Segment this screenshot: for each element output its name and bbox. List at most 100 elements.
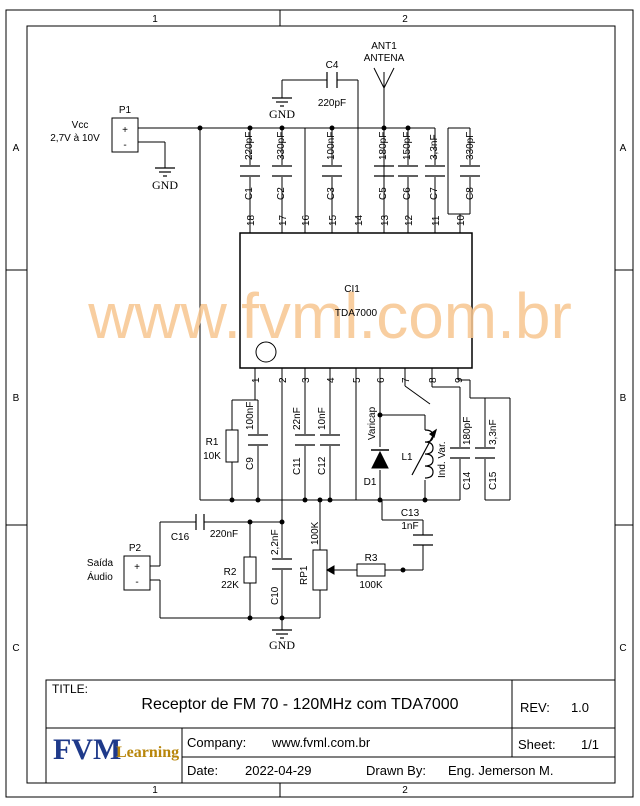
ant-name: ANTENA (364, 53, 405, 64)
l1-ref: L1 (401, 452, 413, 463)
c14-ref: C14 (462, 471, 473, 490)
vcc-label: Vcc (72, 120, 89, 131)
ic-top-pins: 18 17 16 15 14 13 12 11 10 (246, 214, 467, 226)
pin-1: 1 (251, 377, 262, 383)
cap-c11 (295, 434, 315, 446)
cap-c5 (374, 165, 394, 177)
title-text: Receptor de FM 70 - 120MHz com TDA7000 (141, 696, 458, 713)
vcc-range: 2,7V à 10V (50, 133, 100, 144)
c13-ref: C13 (401, 508, 420, 519)
col-label-top-2: 2 (402, 14, 408, 25)
ic-pin1-notch (255, 341, 277, 363)
potentiometer-rp1 (312, 549, 328, 591)
pin-3: 3 (301, 377, 312, 383)
cap-c13 (413, 534, 433, 546)
resistor-r3 (356, 563, 386, 577)
c4-val: 220pF (318, 98, 346, 109)
row-label-left-b: B (13, 393, 20, 404)
company-value: www.fvml.com.br (271, 735, 371, 750)
cap-c4 (326, 72, 338, 88)
c7-val: 3,3nF (429, 134, 440, 160)
c8-val: 330pF (465, 132, 476, 160)
c3-val: 100nF (326, 132, 337, 160)
resistor-r2 (243, 556, 257, 584)
audio-label-2: Áudio (87, 570, 113, 583)
c6-ref: C6 (402, 187, 413, 200)
pin-17: 17 (278, 214, 289, 226)
pin-13: 13 (380, 214, 391, 226)
date-value: 2022-04-29 (245, 763, 312, 778)
c5-val: 180pF (378, 132, 389, 160)
p2-ref: P2 (129, 543, 142, 554)
company-label: Company: (187, 735, 246, 750)
c13-val: 1nF (401, 521, 418, 532)
c14-val: 180pF (462, 417, 473, 445)
rp1-val: 100K (310, 521, 321, 545)
pin-7: 7 (401, 377, 412, 383)
c1-ref: C1 (244, 187, 255, 200)
pin-12: 12 (404, 214, 415, 226)
c8-ref: C8 (465, 187, 476, 200)
pin-16: 16 (301, 214, 312, 226)
cap-c8 (460, 165, 480, 177)
p1-plus: + (122, 125, 128, 136)
antenna-icon (373, 67, 395, 89)
pin-6: 6 (376, 377, 387, 383)
p1-minus: - (123, 140, 126, 151)
c9-val: 100nF (245, 402, 256, 430)
cap-c16 (195, 514, 205, 530)
cap-c3 (322, 165, 342, 177)
gnd-bottom-label: GND (269, 638, 295, 652)
row-label-right-a: A (620, 143, 627, 154)
date-label: Date: (187, 763, 218, 778)
ic-ref: CI1 (344, 284, 360, 295)
r1-val: 10K (203, 451, 221, 462)
pin-15: 15 (328, 214, 339, 226)
row-label-right-b: B (620, 393, 627, 404)
sheet-label: Sheet: (518, 737, 556, 752)
cap-c14 (450, 447, 470, 459)
pin-5: 5 (352, 377, 363, 383)
c3-ref: C3 (326, 187, 337, 200)
c10-val: 2,2nF (270, 529, 281, 555)
rev-value: 1.0 (571, 700, 589, 715)
cap-c9 (248, 434, 268, 446)
c5-ref: C5 (378, 187, 389, 200)
c11-ref: C11 (292, 457, 303, 475)
title-block (45, 679, 616, 784)
gnd-symbols (155, 97, 292, 639)
gnd-top-icon (272, 97, 292, 107)
r2-val: 22K (221, 580, 239, 591)
row-label-right-c: C (619, 643, 626, 654)
cap-c6 (398, 165, 418, 177)
wires (138, 72, 511, 630)
connector-p1: + - P1 Vcc 2,7V à 10V (50, 105, 139, 153)
c6-val: 150pF (402, 132, 413, 160)
r3-ref: R3 (365, 553, 378, 564)
ic-part: TDA7000 (335, 308, 378, 319)
gnd-top-label: GND (269, 107, 295, 121)
rp1-ref: RP1 (299, 565, 310, 585)
drawn-label: Drawn By: (366, 763, 426, 778)
frame-labels: 1 2 1 2 A A B B C C (12, 14, 626, 796)
cap-c12 (320, 434, 340, 446)
connector-p2: + - P2 Saída Áudio (87, 543, 151, 591)
cap-c15 (475, 447, 495, 459)
sheet-value: 1/1 (581, 737, 599, 752)
capacitor-symbols (195, 72, 495, 570)
pin-4: 4 (326, 377, 337, 383)
title-label: TITLE: (52, 682, 88, 696)
pin-8: 8 (428, 377, 439, 383)
cap-c1 (240, 165, 260, 177)
gnd-p1-icon (155, 167, 175, 177)
row-label-left-a: A (13, 143, 20, 154)
cap-c2 (272, 165, 292, 177)
drawn-value: Eng. Jemerson M. (448, 763, 554, 778)
gnd-p1-label: GND (152, 178, 178, 192)
r3-val: 100K (359, 580, 383, 591)
logo-sub: Learning (116, 744, 179, 761)
resistor-symbols (225, 429, 386, 591)
varicap-diode-icon (371, 449, 389, 469)
rev-label: REV: (520, 700, 550, 715)
